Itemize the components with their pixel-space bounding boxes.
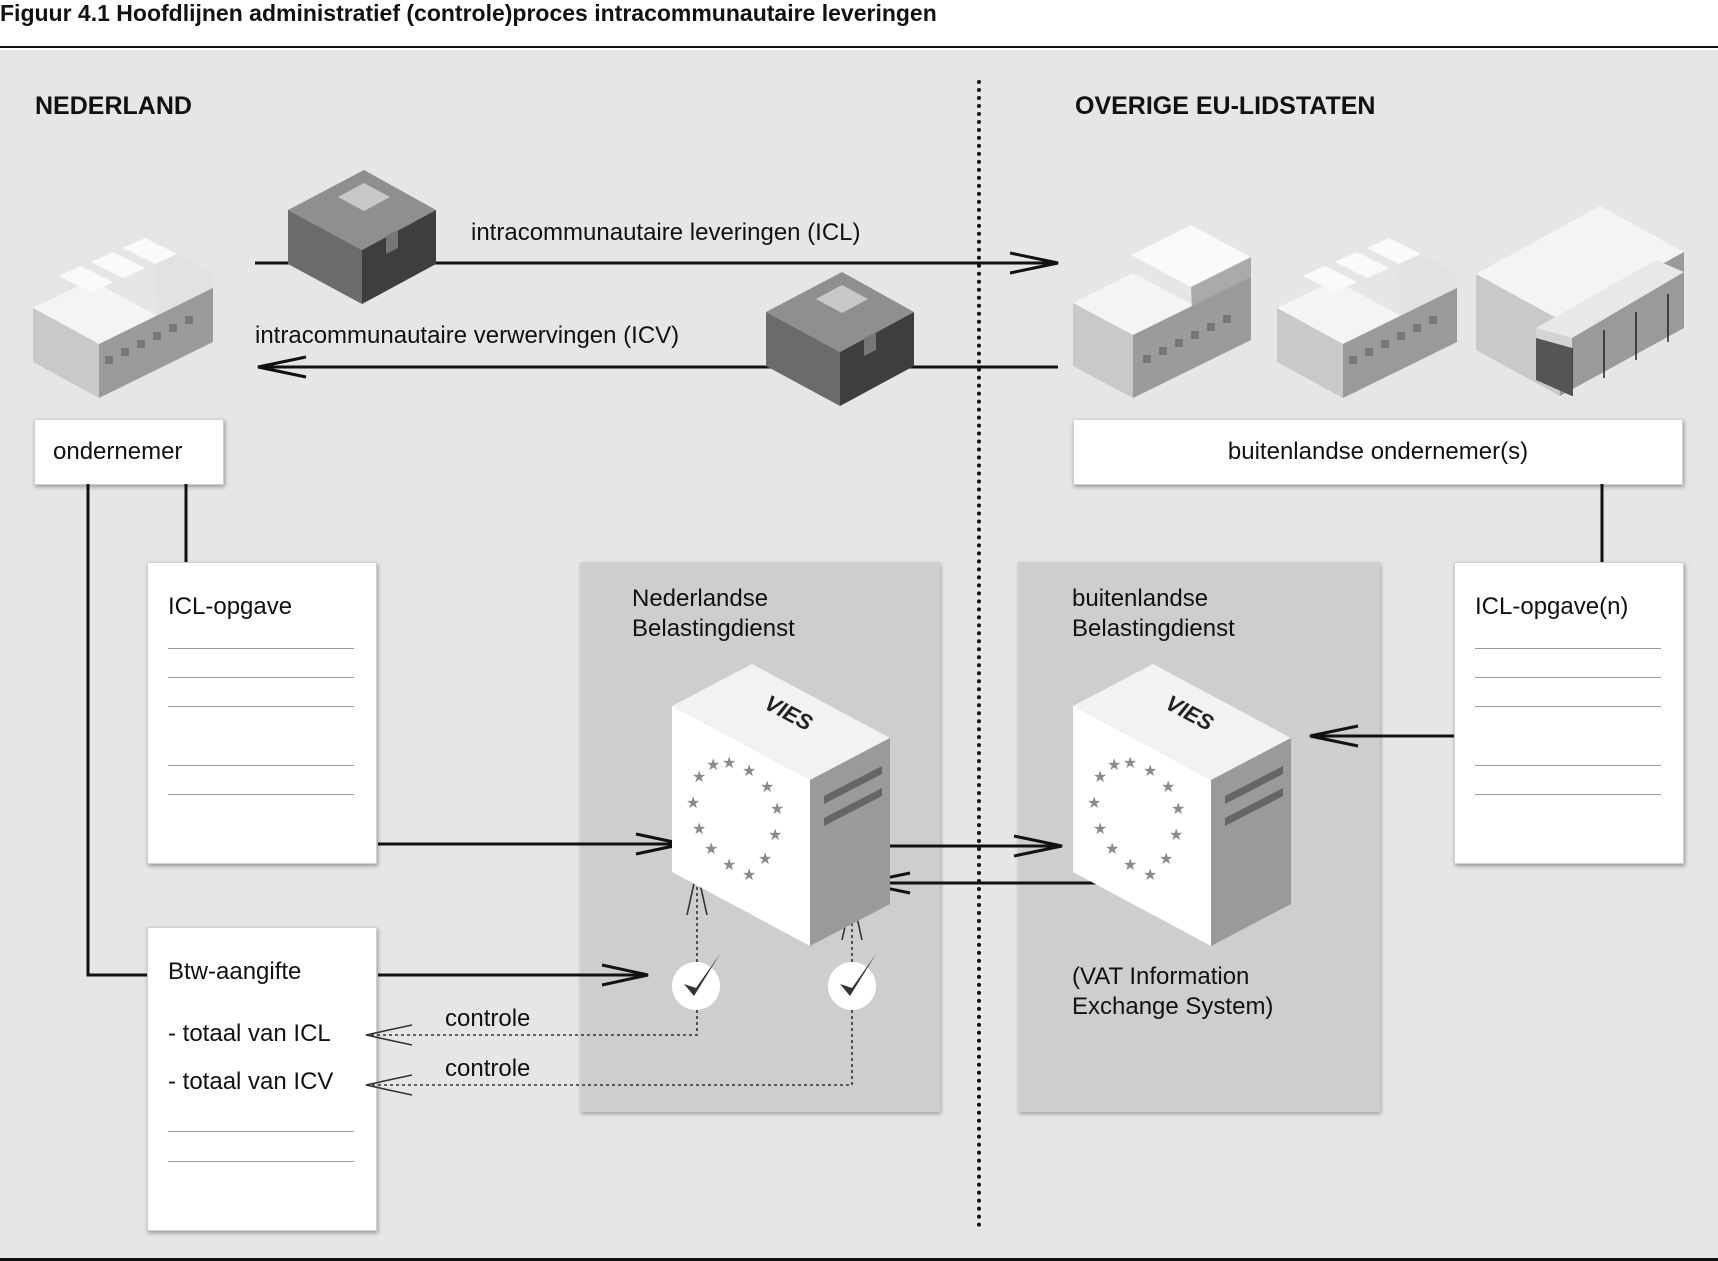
region-label-overige-eu: OVERIGE EU-LIDSTATEN [1075,92,1376,120]
foreign-tax-authority-label-line2: Belastingdienst [1072,615,1235,642]
svg-text:★: ★ [1093,819,1107,838]
icl-opgave-to-vies-arrow [378,832,684,856]
svg-text:★: ★ [686,793,700,812]
factory-icon-nederland [33,238,213,398]
svg-text:★: ★ [770,799,784,818]
parcel-icon-icl [288,170,436,304]
svg-text:★: ★ [768,825,782,844]
svg-text:★: ★ [1087,793,1101,812]
controle-icv-arrowhead [365,1074,413,1096]
svg-text:★: ★ [1159,849,1173,868]
icv-flow-arrow [257,355,1058,379]
check-icon-icl [672,954,720,1010]
parcel-icon-icv [766,272,914,406]
vies-caption-line1: (VAT Information [1072,963,1250,990]
btw-to-check-arrow [378,963,649,987]
svg-text:★: ★ [706,755,720,774]
buitenlandse-ondernemers-box: buitenlandse ondernemer(s) [1073,419,1683,485]
svg-text:★: ★ [1123,855,1137,874]
border-divider [977,80,981,1228]
svg-text:★: ★ [1169,825,1183,844]
building-icon-eu-1 [1073,225,1251,398]
svg-text:★: ★ [1171,799,1185,818]
svg-text:★: ★ [1161,777,1175,796]
icl-opgaven-document: ICL-opgave(n) [1454,562,1684,864]
figure-title: Figuur 4.1 Hoofdlijnen administratief (c… [0,0,937,26]
region-label-nederland: NEDERLAND [35,92,192,120]
buitenlandse-ondernemers-label: buitenlandse ondernemer(s) [1227,438,1529,465]
svg-text:★: ★ [1105,839,1119,858]
ondernemer-box: ondernemer [34,419,224,485]
svg-text:★: ★ [1123,753,1137,772]
icl-opgave-title: ICL-opgave [168,593,293,620]
ondernemer-label: ondernemer [53,438,183,465]
svg-text:★: ★ [760,777,774,796]
svg-text:★: ★ [704,839,718,858]
icl-flow-label: intracommunautaire leveringen (ICL) [471,219,861,246]
foreign-to-nl-vies-arrow [861,871,1096,895]
ondernemer-to-btw-line [86,484,147,977]
store-icon-eu-3 [1476,206,1684,396]
title-rule [0,46,1718,48]
svg-text:★: ★ [742,865,756,884]
nl-to-foreign-vies-arrow [873,834,1063,858]
vies-server-icon-nl: VIES ★★★★★ ★★★★★ ★★★ [672,664,890,946]
svg-text:★: ★ [1093,767,1107,786]
icl-opgave-document: ICL-opgave [147,562,377,864]
controle-icv-dotted-line [370,1010,853,1086]
controle-icl-arrowhead [365,1024,413,1046]
vies-caption-line2: Exchange System) [1072,993,1274,1020]
btw-aangifte-title: Btw-aangifte [168,958,302,985]
bottom-rule [0,1258,1718,1261]
svg-text:★: ★ [692,819,706,838]
svg-text:★: ★ [742,761,756,780]
svg-text:★: ★ [1143,865,1157,884]
foreign-tax-authority-label-line1: buitenlandse [1072,585,1209,612]
controle-label-icl: controle [445,1005,531,1032]
nl-tax-authority-label-line1: Nederlandse [632,585,769,612]
svg-text:★: ★ [722,855,736,874]
controle-label-icv: controle [445,1055,531,1082]
btw-line-totaal-icl: - totaal van ICL [168,1020,331,1047]
svg-text:★: ★ [1143,761,1157,780]
icl-opgaven-title: ICL-opgave(n) [1475,593,1629,620]
btw-aangifte-document: Btw-aangifte - totaal van ICL - totaal v… [147,927,377,1231]
controle-icl-dotted-line [370,1010,698,1036]
vies-server-icon-foreign: VIES ★★★★★ ★★★★★ ★★★ [1073,664,1291,946]
nl-tax-authority-label-line2: Belastingdienst [632,615,795,642]
icl-opgaven-to-foreign-vies-arrow [1309,724,1454,748]
svg-text:★: ★ [1107,755,1121,774]
icv-flow-label: intracommunautaire verwervingen (ICV) [255,322,680,349]
svg-text:★: ★ [758,849,772,868]
btw-line-totaal-icv: - totaal van ICV [168,1068,334,1095]
svg-text:★: ★ [692,767,706,786]
svg-text:★: ★ [722,753,736,772]
check-icon-icv [828,954,876,1010]
factory-icon-eu-2 [1277,238,1457,398]
